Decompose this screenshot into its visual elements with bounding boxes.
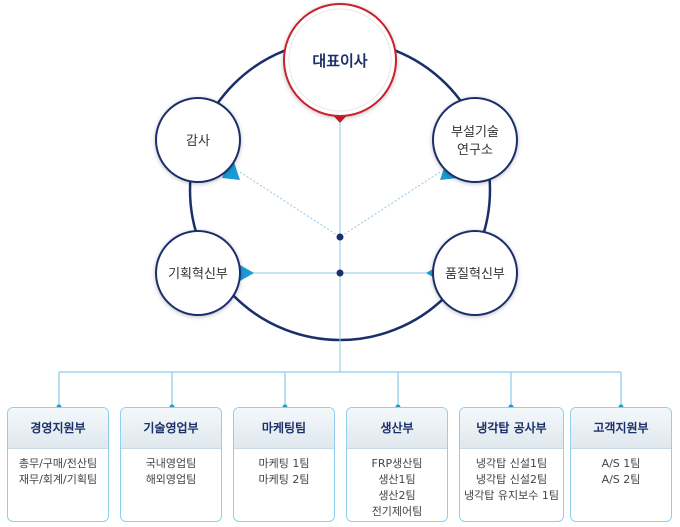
quality-node: 품질혁신부: [432, 230, 518, 316]
dept-marketing: 마케팅팀 마케팅 1팀 마케팅 2팀: [233, 407, 335, 522]
ceo-label: 대표이사: [312, 52, 367, 70]
dept-title: 기술영업부: [121, 408, 221, 449]
junction-dot-upper: [336, 233, 344, 241]
dept-item: 냉각탑 유지보수 1팀: [464, 489, 559, 502]
dept-title: 고객지원부: [571, 408, 671, 449]
planning-node: 기획혁신부: [155, 230, 241, 316]
department-connectors: [58, 370, 622, 407]
rnd-label-line2: 연구소: [457, 143, 493, 158]
rnd-node: 부설기술 연구소: [432, 97, 518, 183]
dept-item: 전기제어팀: [371, 505, 423, 518]
audit-label: 감사: [186, 134, 210, 149]
internal-connectors: [239, 118, 441, 370]
dept-item: 생산1팀: [378, 473, 416, 486]
dept-item: 마케팅 1팀: [258, 457, 310, 470]
dept-title: 경영지원부: [8, 408, 108, 449]
dept-production: 생산부 FRP생산팀 생산1팀 생산2팀 전기제어팀: [346, 407, 448, 522]
dept-item: FRP생산팀: [371, 457, 423, 470]
dept-management-support: 경영지원부 총무/구매/전산팀 재무/회계/기획팀: [7, 407, 109, 522]
dept-item: 해외영업팀: [145, 473, 197, 486]
dept-item: 생산2팀: [378, 489, 416, 502]
dept-item: 냉각탑 신설1팀: [475, 457, 548, 470]
dept-item: 재무/회계/기획팀: [18, 473, 98, 486]
rnd-label-line1: 부설기술: [451, 125, 499, 140]
audit-node: 감사: [155, 97, 241, 183]
audit-pointer: [222, 156, 240, 180]
dept-item: 마케팅 2팀: [258, 473, 310, 486]
dept-title: 마케팅팀: [234, 408, 334, 449]
dept-title: 생산부: [347, 408, 447, 449]
dept-title: 냉각탑 공사부: [460, 408, 563, 449]
planning-pointer: [240, 265, 254, 281]
junction-dot-lower: [336, 269, 344, 277]
dept-item: 총무/구매/전산팀: [18, 457, 98, 470]
dept-item: A/S 1팀: [601, 457, 641, 470]
ceo-node: 대표이사: [283, 3, 397, 117]
dept-item: A/S 2팀: [601, 473, 641, 486]
dept-item: 국내영업팀: [145, 457, 197, 470]
planning-label: 기획혁신부: [168, 267, 228, 282]
quality-label: 품질혁신부: [445, 267, 505, 282]
dept-customer-support: 고객지원부 A/S 1팀 A/S 2팀: [570, 407, 672, 522]
dept-cooling-tower-construction: 냉각탑 공사부 냉각탑 신설1팀 냉각탑 신설2팀 냉각탑 유지보수 1팀: [459, 407, 564, 522]
dept-technical-sales: 기술영업부 국내영업팀 해외영업팀: [120, 407, 222, 522]
dept-item: 냉각탑 신설2팀: [475, 473, 548, 486]
